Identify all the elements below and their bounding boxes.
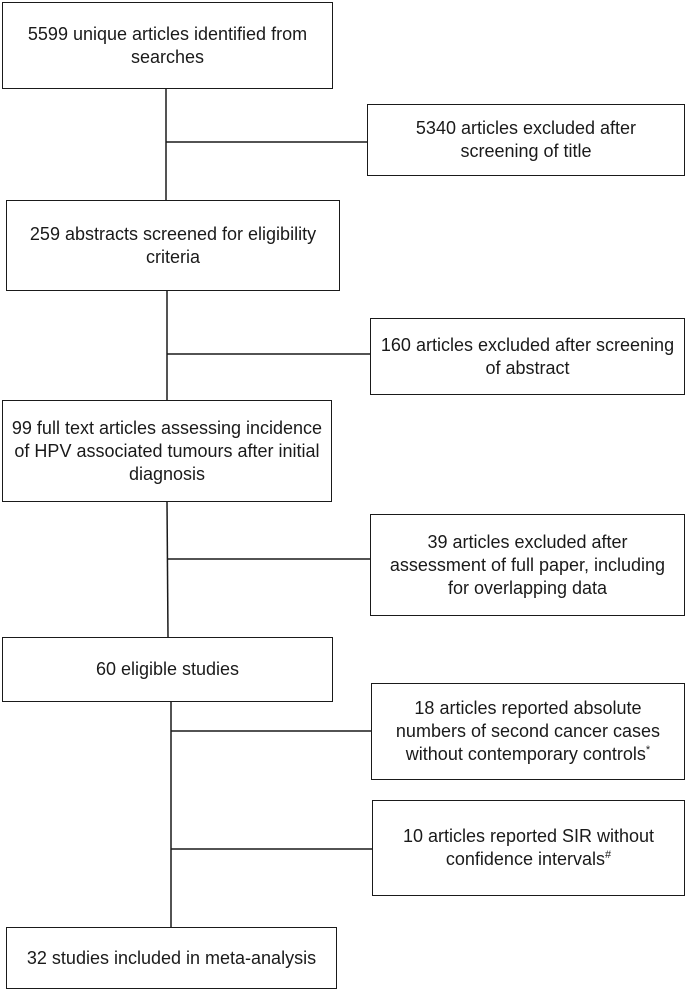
abstracts-screened-box: 259 abstracts screened for eligibility c… <box>6 200 340 291</box>
asterisk-footnote-mark: * <box>645 744 651 756</box>
excluded-full-paper-box: 39 articles excluded after assessment of… <box>370 514 685 616</box>
excluded-title-text: 5340 articles excluded after screening o… <box>415 118 637 161</box>
connector-3-4 <box>166 500 169 638</box>
hash-footnote-mark: # <box>604 849 612 861</box>
full-text-text: 99 full text articles assessing incidenc… <box>11 417 323 484</box>
excluded-absolute-numbers-text: 18 articles reported absolute numbers of… <box>380 697 676 766</box>
eligible-studies-text: 60 eligible studies <box>95 659 240 679</box>
identified-box: 5599 unique articles identified from sea… <box>2 2 333 89</box>
excluded-sir-text: 10 articles reported SIR without confide… <box>381 825 676 871</box>
excluded-absolute-numbers-box: 18 articles reported absolute numbers of… <box>371 683 685 780</box>
abstracts-screened-text: 259 abstracts screened for eligibility c… <box>29 223 317 267</box>
excluded-abstract-text: 160 articles excluded after screening of… <box>380 334 675 378</box>
excluded-absolute-numbers-label: 18 articles reported absolute numbers of… <box>395 698 661 764</box>
excluded-title-box: 5340 articles excluded after screening o… <box>367 104 685 176</box>
identified-text: 5599 unique articles identified from sea… <box>27 23 308 67</box>
excluded-full-paper-text: 39 articles excluded after assessment of… <box>389 531 666 598</box>
excluded-sir-label: 10 articles reported SIR without confide… <box>402 826 655 869</box>
excluded-sir-box: 10 articles reported SIR without confide… <box>372 800 685 896</box>
excluded-abstract-box: 160 articles excluded after screening of… <box>370 318 685 395</box>
included-studies-box: 32 studies included in meta-analysis <box>6 927 337 989</box>
full-text-box: 99 full text articles assessing incidenc… <box>2 400 332 502</box>
included-studies-text: 32 studies included in meta-analysis <box>26 947 317 968</box>
eligible-studies-box: 60 eligible studies <box>2 637 333 702</box>
